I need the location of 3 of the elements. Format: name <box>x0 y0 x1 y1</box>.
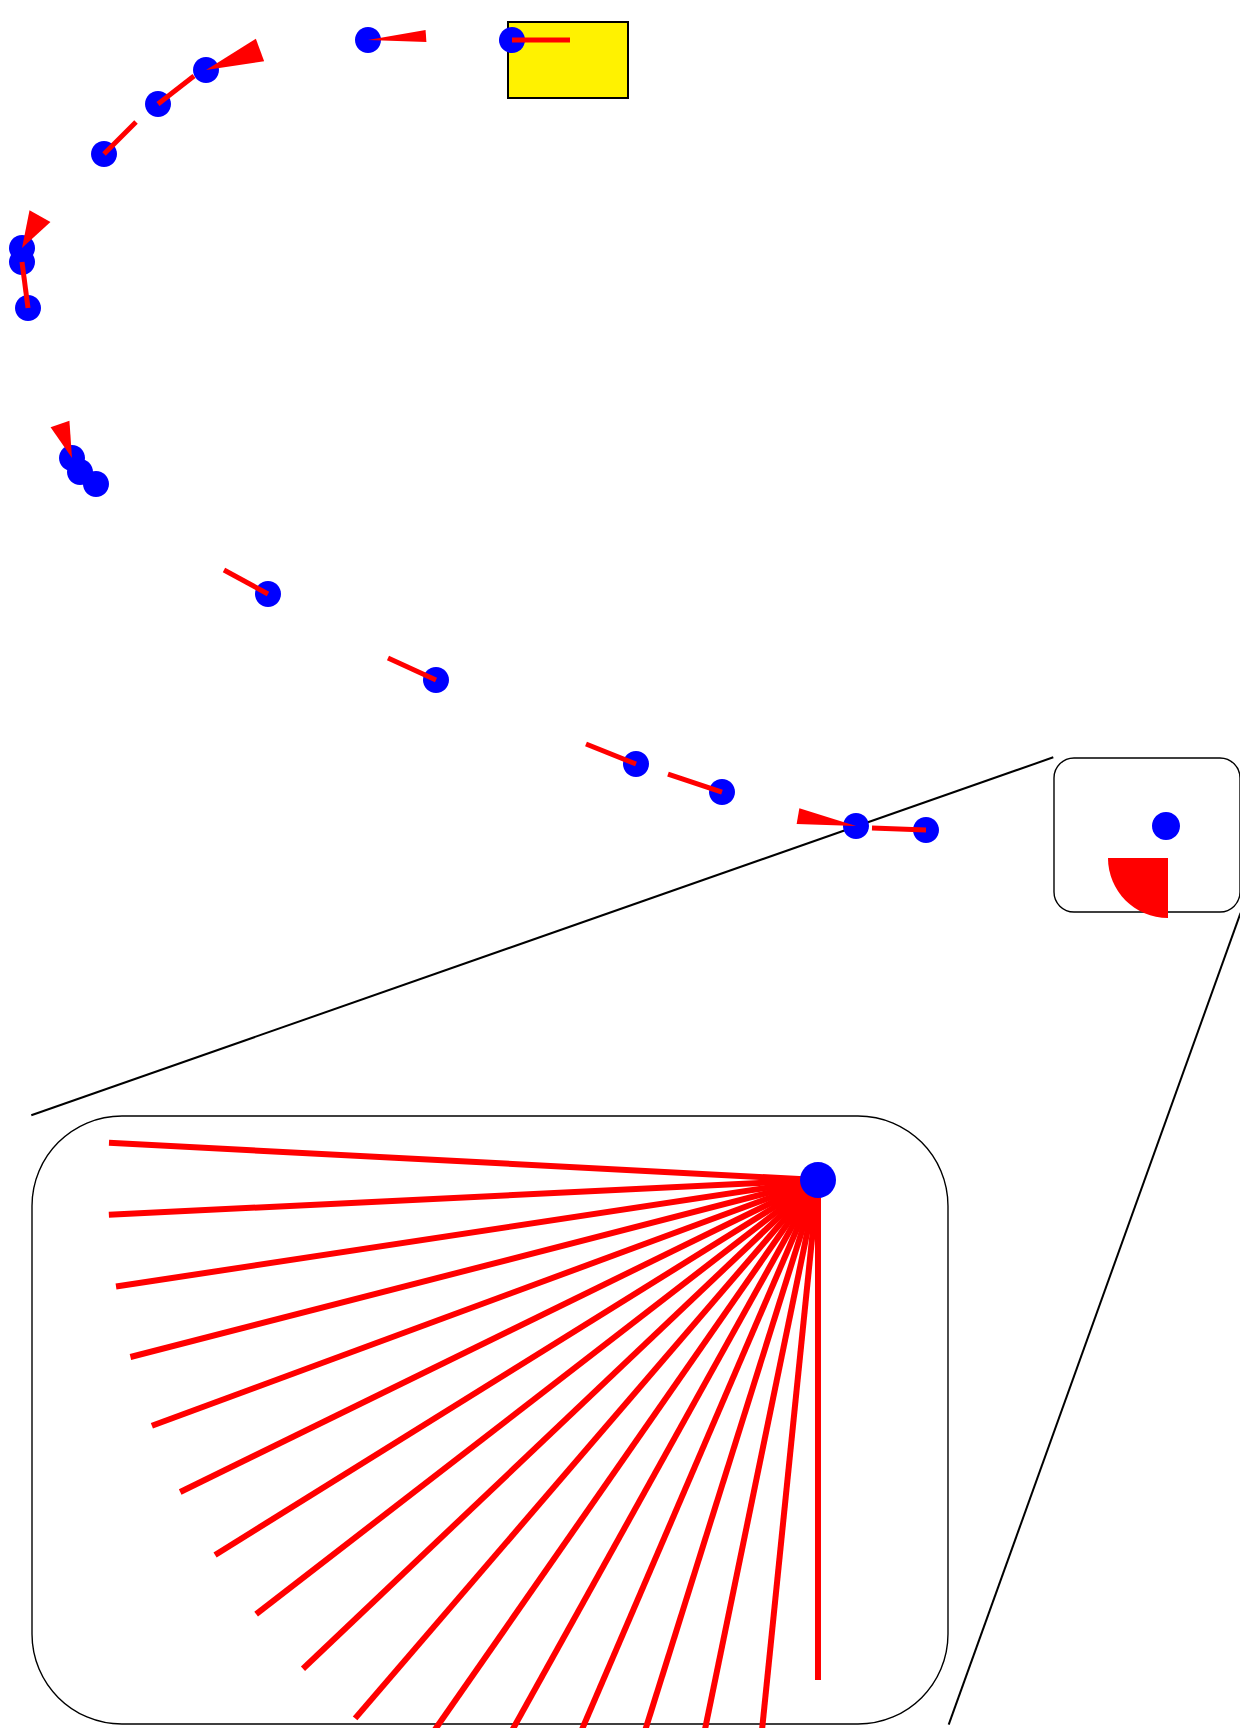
inset-box <box>31 1115 949 1725</box>
highlight-box <box>507 21 629 99</box>
zoom-line <box>30 756 1055 1117</box>
